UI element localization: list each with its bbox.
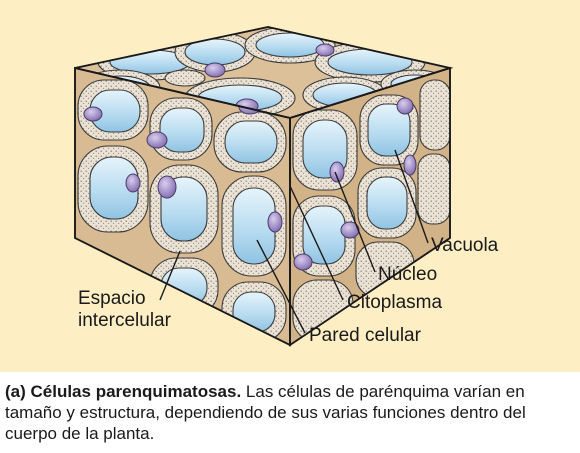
label-nucleo: Núcleo [378,264,438,285]
leader-lines [159,149,429,334]
figure-panel: Vacuola Núcleo Citoplasma Pared celular … [0,0,580,372]
leader-line-citoplasma [289,185,344,301]
leader-line-nucleo [334,171,376,273]
leader-line-espacio-intercelular [159,250,181,301]
label-pared-celular: Pared celular [309,325,421,346]
block-edges [74,26,454,347]
caption-text: Las células de parénquima varían en tama… [5,382,526,443]
caption-title: (a) Células parenquimatosas. [5,382,242,401]
figure-caption: (a) Células parenquimatosas. Las células… [5,381,577,444]
label-citoplasma: Citoplasma [347,292,443,313]
label-espacio-line2: intercelular [78,310,171,331]
label-vacuola: Vacuola [431,235,499,256]
leader-line-pared-celular [256,239,306,334]
leader-line-vacuola [394,149,429,244]
label-espacio-line1: Espacio [78,288,146,309]
parenchyma-block-diagram [74,26,454,347]
side-face-cells [292,79,450,343]
